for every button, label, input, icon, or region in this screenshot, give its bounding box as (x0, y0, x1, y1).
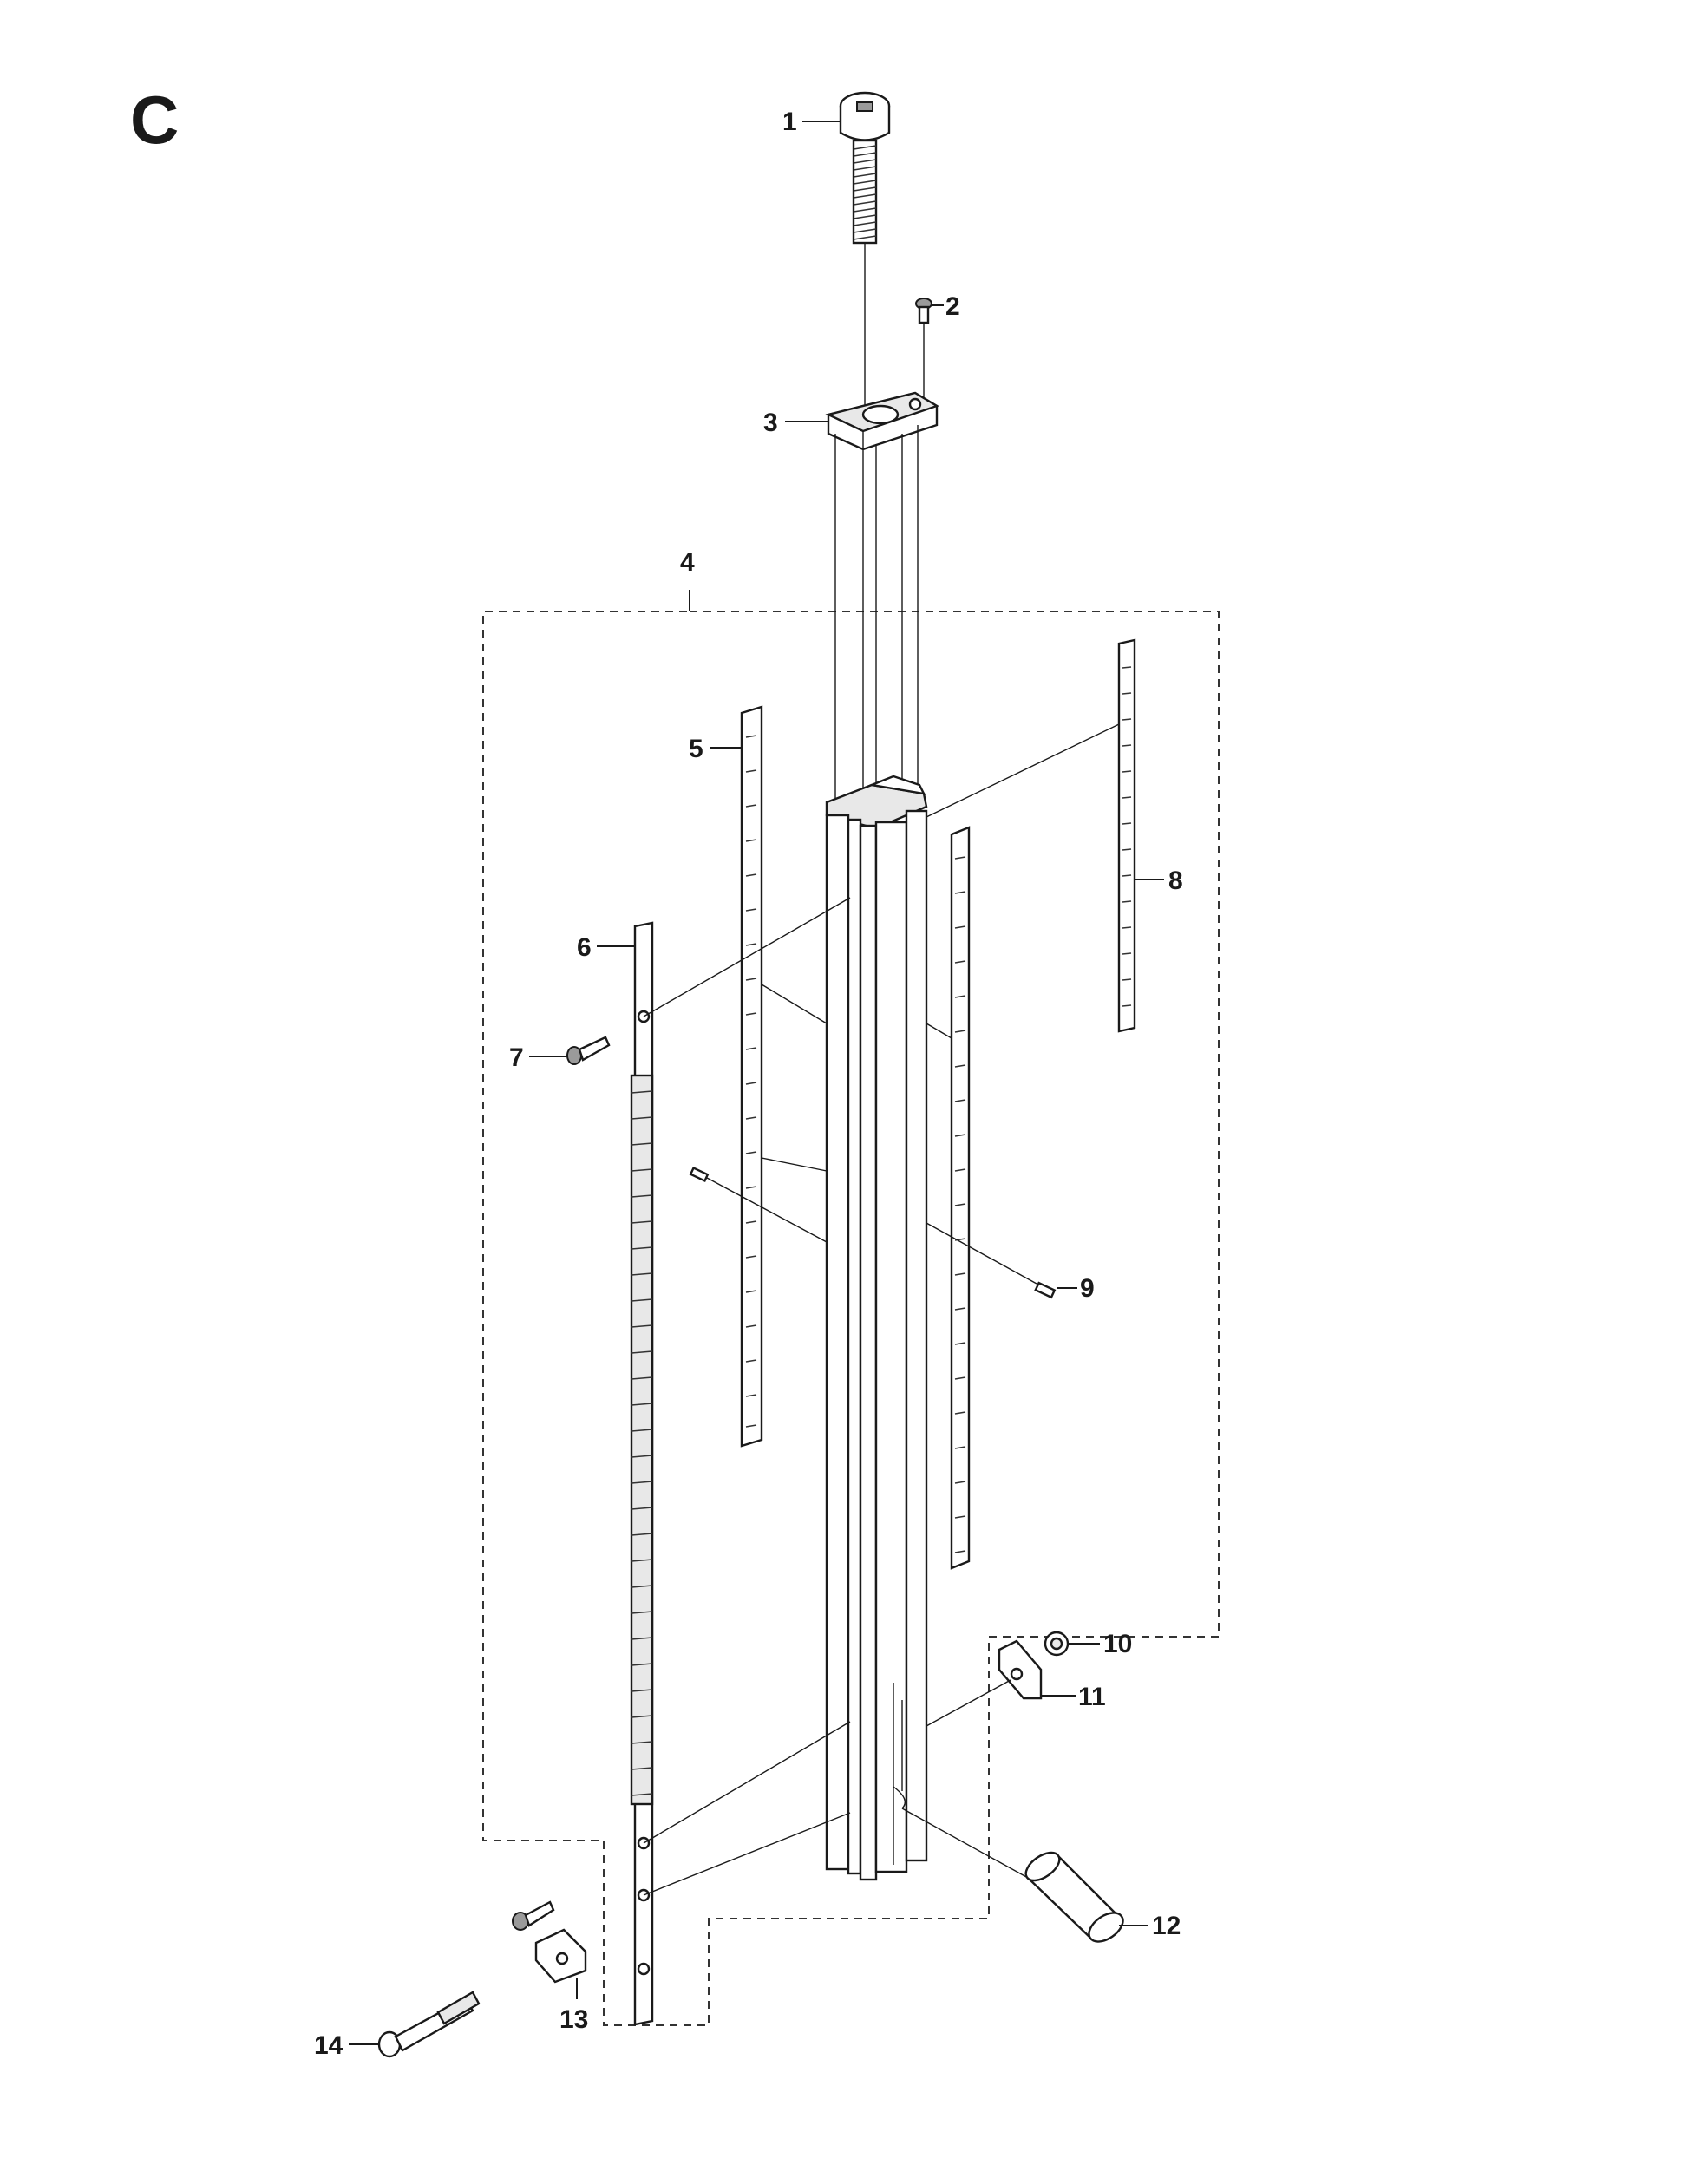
scale-left (740, 705, 828, 1448)
callout-4: 4 (680, 548, 695, 577)
callout-5: 5 (689, 735, 703, 763)
section-letter: C (130, 82, 179, 158)
main-column (825, 775, 928, 1881)
callout-6: 6 (577, 933, 592, 962)
rack (630, 897, 851, 2026)
callout-13: 13 (559, 2005, 588, 2034)
top-cap (825, 391, 939, 451)
callout-7: 7 (509, 1043, 524, 1072)
cylinder-plug (901, 1808, 1124, 1943)
nut (1044, 1631, 1070, 1657)
cap-screw (839, 91, 891, 408)
callouts: 1 2 3 4 5 6 7 8 9 10 11 12 13 14 (314, 108, 1183, 2060)
assembly-boundary (482, 611, 1220, 2026)
scale-short (926, 638, 1136, 1033)
callout-10: 10 (1103, 1630, 1132, 1658)
callout-8: 8 (1168, 866, 1183, 895)
rack-screw-lower (512, 1900, 555, 1931)
callout-1: 1 (782, 108, 797, 136)
rack-screw-upper (566, 1036, 611, 1065)
scale-right (926, 826, 971, 1570)
small-screw (915, 298, 932, 408)
callout-14: 14 (314, 2031, 343, 2060)
square-nut (534, 1928, 587, 1999)
callout-12: 12 (1152, 1912, 1181, 1940)
bracket (926, 1639, 1043, 1727)
callout-9: 9 (1080, 1274, 1095, 1303)
callout-11: 11 (1078, 1683, 1106, 1711)
pin (689, 1166, 1057, 1299)
column-upper-rails (834, 425, 919, 798)
callout-3: 3 (763, 409, 778, 437)
callout-2: 2 (945, 292, 960, 321)
bolt (377, 1991, 481, 2058)
